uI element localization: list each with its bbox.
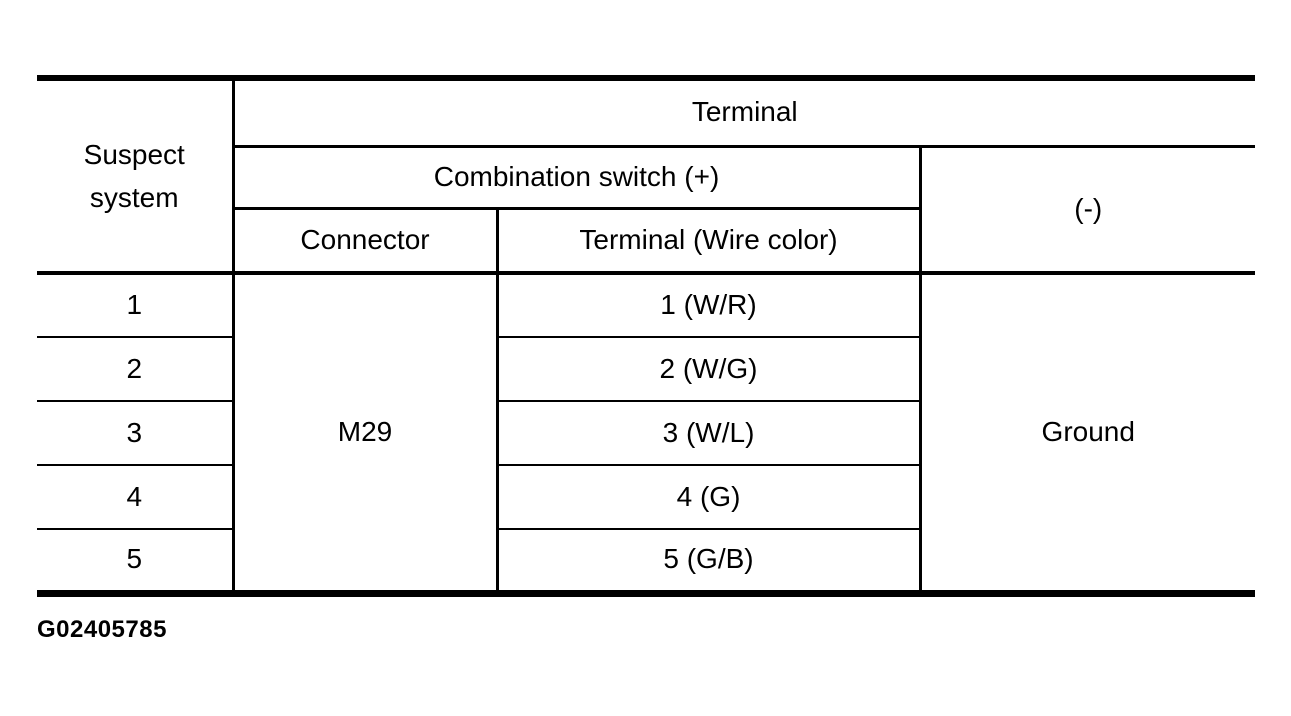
header-row-terminal: Suspect system Terminal: [37, 78, 1256, 275]
header-terminal-group: Terminal: [231, 78, 1256, 148]
header-connector: Connector: [231, 208, 497, 275]
figure-id-label: G02405785: [37, 616, 167, 643]
suspect-system-cell: 1: [37, 273, 233, 338]
table-header: Suspect system Terminal Combination swit…: [37, 78, 1256, 275]
ground-cell: Ground: [918, 273, 1256, 593]
table-row: 5 5 (G/B): [37, 529, 1255, 593]
table-body: 1 M29 1 (W/R) Ground 2 2 (W/G) 3 3 (W/L)…: [37, 273, 1256, 593]
terminal-cell: 1 (W/R): [495, 273, 920, 338]
table-row: 3 3 (W/L): [37, 401, 1255, 466]
header-row-combination-switch: Combination switch (+) (-): [37, 146, 1256, 275]
suspect-system-terminal-table: Suspect system Terminal Combination swit…: [37, 75, 1256, 597]
terminal-cell: 5 (G/B): [495, 529, 920, 593]
suspect-system-cell: 4: [37, 465, 233, 530]
suspect-system-cell: 5: [126, 543, 143, 575]
suspect-system-cell: 3: [37, 401, 233, 466]
suspect-system-cell: 2: [37, 337, 233, 402]
header-suspect-system: Suspect system: [37, 78, 233, 275]
header-row-subcolumns: Connector Terminal (Wire color): [37, 208, 1255, 275]
terminal-cell: 2 (W/G): [495, 337, 920, 402]
table-row: 4 4 (G): [37, 465, 1255, 530]
header-suspect-system-label: Suspect system: [83, 138, 185, 213]
header-minus: (-): [918, 146, 1256, 275]
connector-cell: M29: [231, 273, 497, 593]
table-row: 2 2 (W/G): [37, 337, 1255, 402]
table-row: 1 M29 1 (W/R) Ground: [37, 273, 1256, 593]
header-terminal-wire-color: Terminal (Wire color): [495, 208, 920, 275]
header-combination-switch-plus: Combination switch (+): [231, 146, 920, 210]
terminal-cell: 3 (W/L): [495, 401, 920, 466]
terminal-cell: 4 (G): [495, 465, 920, 530]
